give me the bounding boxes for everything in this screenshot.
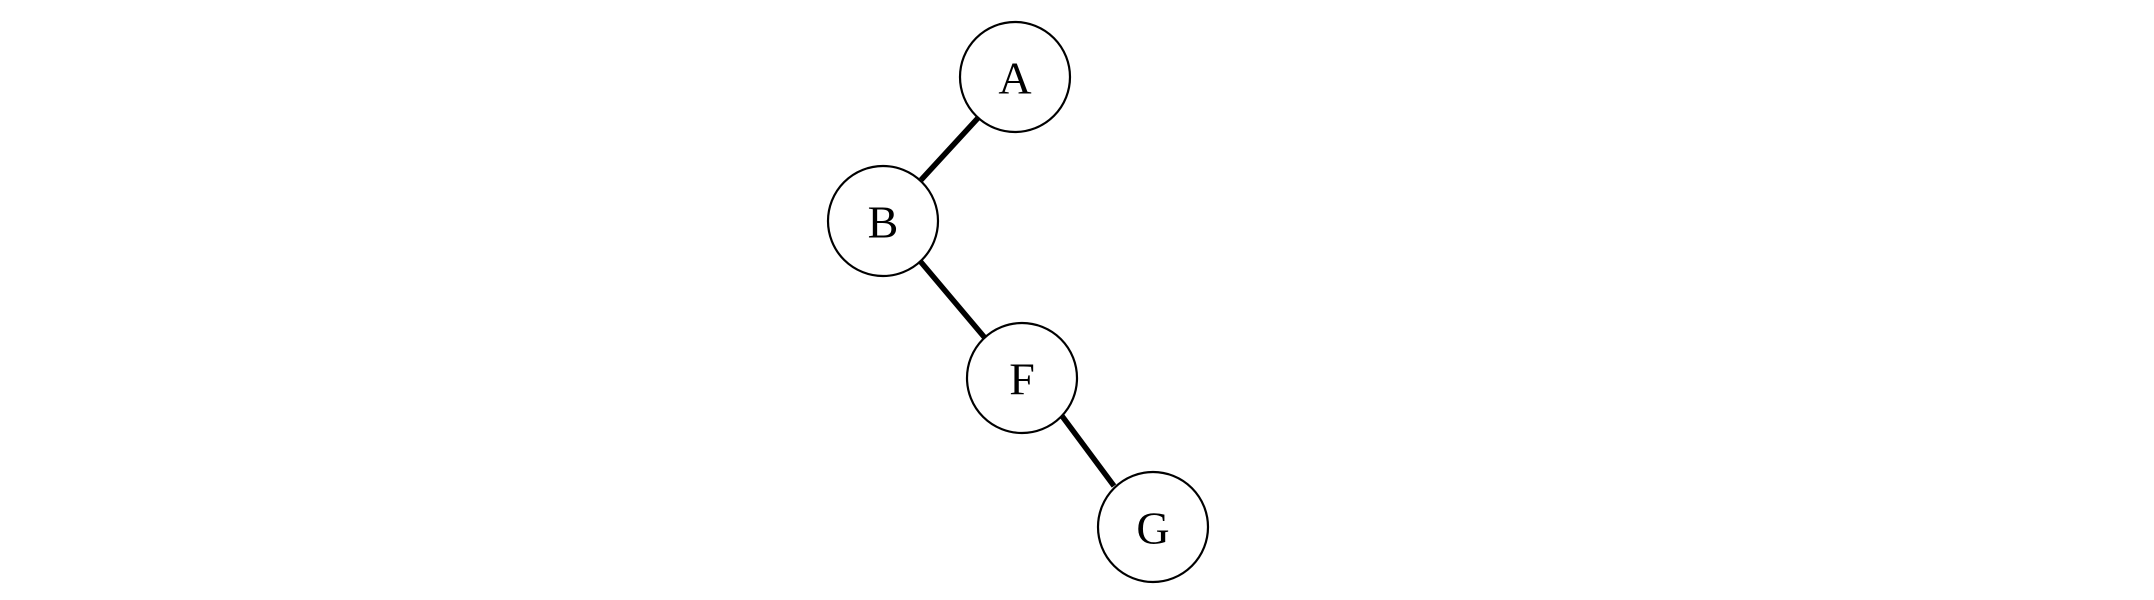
graph-edge-b-f	[917, 259, 988, 340]
graph-node-g[interactable]: G	[1096, 470, 1210, 584]
graph-node-a[interactable]: A	[958, 20, 1072, 134]
node-circle-b[interactable]	[826, 164, 940, 278]
node-circle-g[interactable]	[1096, 470, 1210, 584]
node-label-g: G	[1136, 503, 1169, 554]
node-label-f: F	[1009, 354, 1035, 405]
node-label-a: A	[998, 53, 1031, 104]
nodes-layer: A B F G	[826, 20, 1210, 584]
edges-layer	[917, 116, 1117, 488]
graph-edge-f-g	[1059, 414, 1117, 488]
node-circle-f[interactable]	[965, 321, 1079, 435]
node-circle-a[interactable]	[958, 20, 1072, 134]
graph-edge-a-b	[918, 116, 981, 182]
graph-node-f[interactable]: F	[965, 321, 1079, 435]
node-label-b: B	[868, 197, 899, 248]
graph-node-b[interactable]: B	[826, 164, 940, 278]
